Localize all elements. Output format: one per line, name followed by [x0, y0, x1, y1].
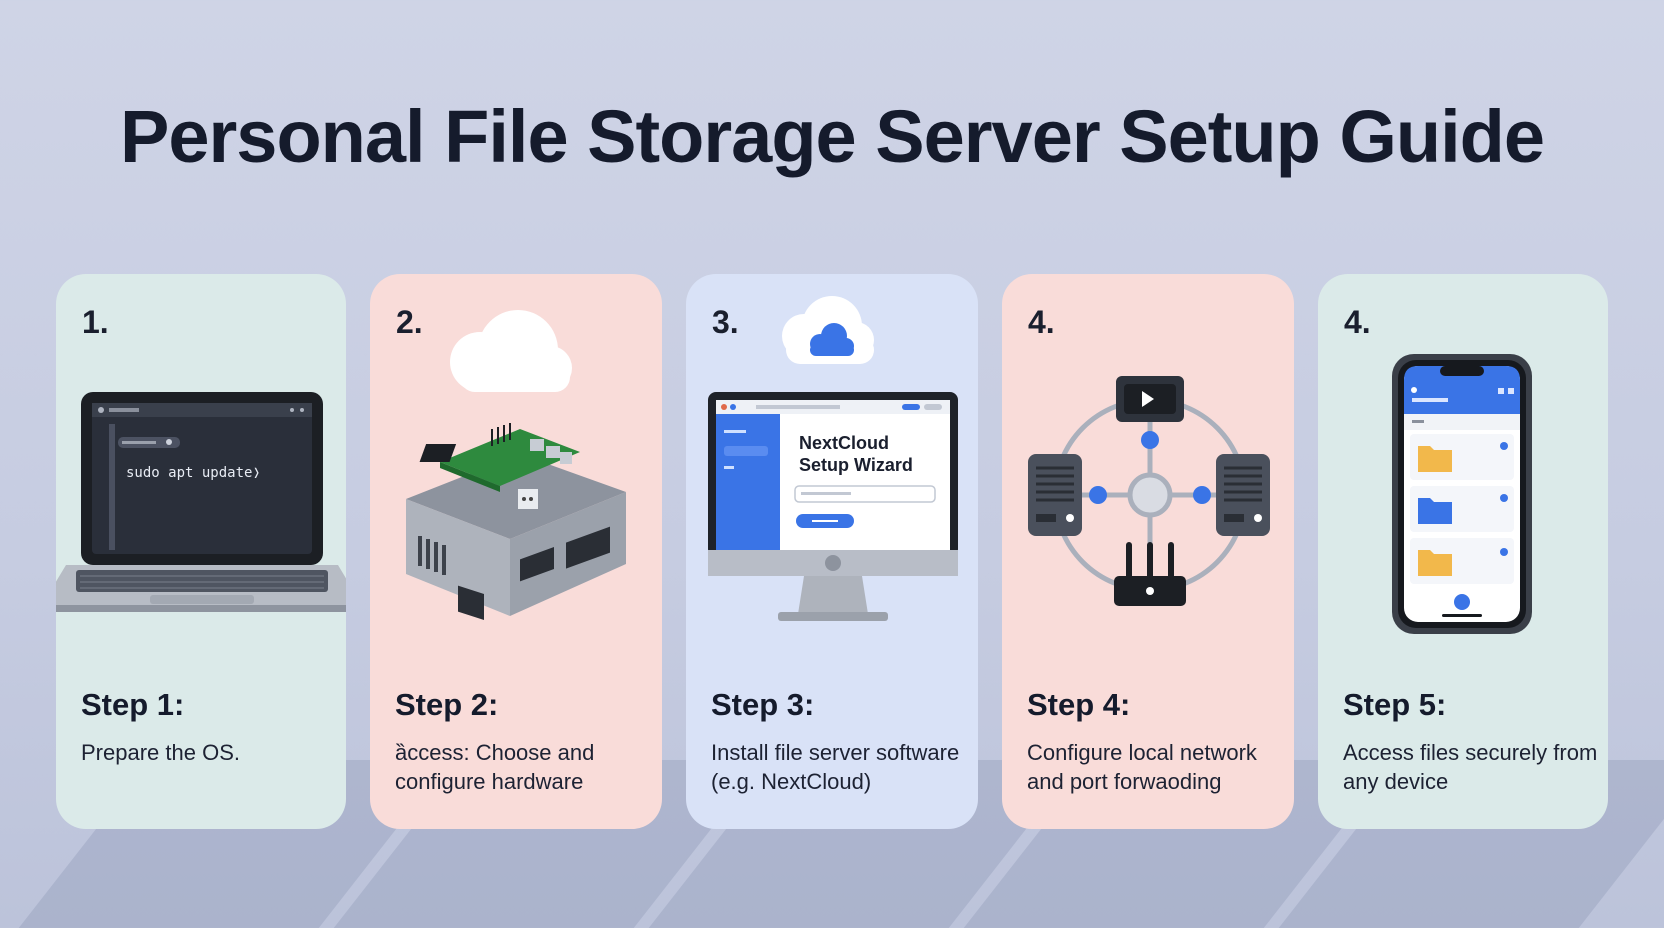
server-icon	[1216, 454, 1270, 536]
step-card-1: 1. sudo apt update❭ Step 1: Prepare the …	[56, 274, 346, 829]
step-number: 1.	[82, 304, 109, 340]
router-icon	[1116, 376, 1184, 422]
step-number: 2.	[396, 304, 423, 340]
wifi-router-icon	[1114, 542, 1186, 606]
step-title: Step 4:	[1027, 687, 1131, 722]
step-description: Configure local network and port forwaod…	[1027, 740, 1257, 794]
folder-icon	[1410, 434, 1514, 480]
step-card-3: 3. NextCloud Setup Wizard Step 3: Instal…	[686, 274, 978, 829]
step-description: Install file server software (e.g. NextC…	[711, 740, 960, 794]
folder-icon	[1410, 486, 1514, 532]
step-description: ȁccess: Choose and configure hardware	[395, 740, 595, 794]
step-title: Step 3:	[711, 687, 815, 722]
wizard-title-line: NextCloud	[799, 433, 889, 453]
terminal-command: sudo apt update❭	[126, 465, 261, 481]
step-title: Step 1:	[81, 687, 185, 722]
step-title: Step 2:	[395, 687, 499, 722]
step-number: 4.	[1344, 304, 1371, 340]
step-description: Access files securely from any device	[1343, 740, 1598, 794]
step-title: Step 5:	[1343, 687, 1447, 722]
cloud-icon	[450, 310, 572, 392]
smartphone-icon	[1392, 354, 1532, 634]
network-diagram-icon	[1028, 376, 1270, 606]
wizard-title: NextCloud Setup Wizard	[799, 432, 913, 476]
folder-icon	[1410, 538, 1514, 584]
wizard-title-line: Setup Wizard	[799, 455, 913, 475]
server-icon	[1028, 454, 1082, 536]
step-card-5: 4. Step 5: Access files securely from an…	[1318, 274, 1608, 829]
monitor-icon	[708, 296, 958, 621]
cloud-icon	[782, 296, 874, 364]
page-title: Personal File Storage Server Setup Guide	[119, 95, 1545, 178]
step-card-4: 4. Step 4: Config	[1002, 274, 1294, 829]
step-card-2: 2. Step 2: ȁccess: Choose and configure …	[370, 274, 662, 829]
single-board-computer-icon	[406, 310, 626, 621]
laptop-terminal-icon	[56, 392, 346, 612]
step-number: 3.	[712, 304, 739, 340]
step-number: 4.	[1028, 304, 1055, 340]
step-description: Prepare the OS.	[81, 740, 240, 765]
